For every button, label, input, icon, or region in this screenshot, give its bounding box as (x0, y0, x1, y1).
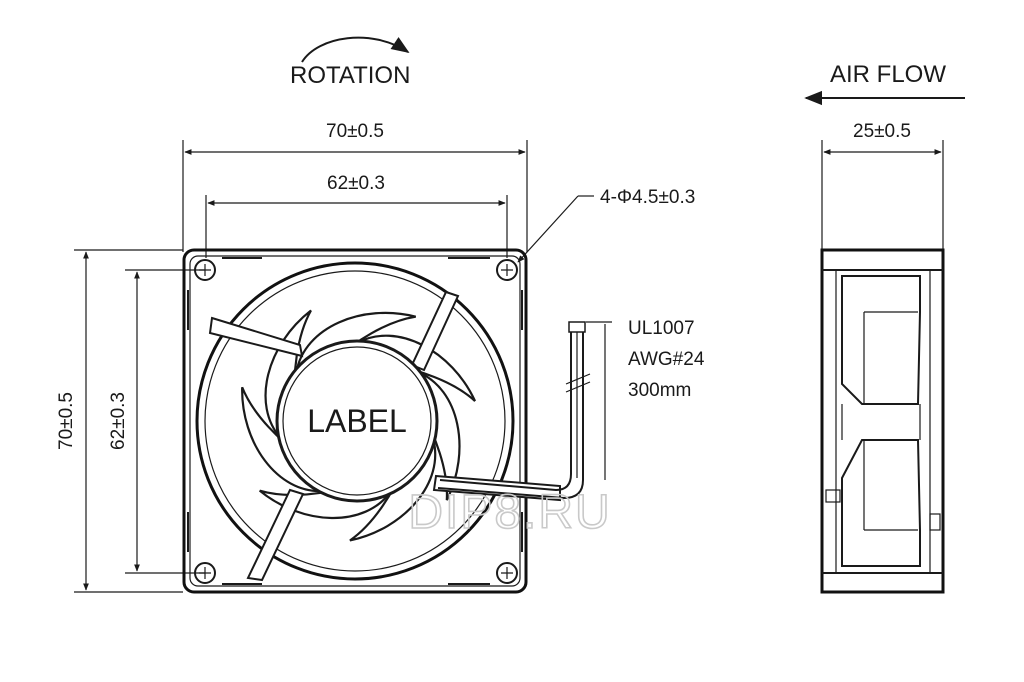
dim-width-outer-label: 70±0.5 (326, 121, 384, 142)
dim-depth: 25±0.5 (821, 121, 944, 252)
wire-spec-type: UL1007 (628, 318, 695, 339)
fan-frame (182, 248, 528, 594)
side-view: 25±0.5 (820, 121, 945, 594)
dim-height-holes: 62±0.3 (108, 269, 205, 574)
dim-width-holes: 62±0.3 (205, 173, 508, 258)
dim-depth-label: 25±0.5 (853, 121, 911, 142)
dim-height-outer: 70±0.5 (56, 249, 183, 593)
front-view: 70±0.5 62±0.3 70±0.5 62±0.3 4-Φ4.5±0.3 (56, 121, 695, 594)
fan-side-body (820, 248, 945, 594)
hub-label-text: LABEL (307, 403, 407, 439)
mounting-hole (194, 562, 216, 584)
support-struts (208, 290, 460, 582)
dim-width-holes-label: 62±0.3 (327, 173, 385, 194)
wire-spec-length: 300mm (628, 380, 691, 401)
mounting-hole (194, 259, 216, 281)
mounting-hole (496, 259, 518, 281)
airflow-indicator: AIR FLOW (804, 61, 965, 106)
lead-wires (432, 321, 612, 502)
dim-height-outer-label: 70±0.5 (56, 392, 77, 450)
dim-height-holes-label: 62±0.3 (108, 392, 129, 450)
rotation-indicator: ROTATION (290, 36, 410, 89)
hole-callout: 4-Φ4.5±0.3 (517, 187, 695, 263)
wire-spec: UL1007 AWG#24 300mm (628, 318, 705, 401)
wire-spec-gauge: AWG#24 (628, 349, 705, 370)
mounting-hole (496, 562, 518, 584)
airflow-label: AIR FLOW (830, 61, 946, 88)
dim-width-outer: 70±0.5 (182, 121, 528, 252)
rotation-arrow (301, 36, 410, 63)
rotation-label: ROTATION (290, 62, 410, 89)
hole-callout-label: 4-Φ4.5±0.3 (600, 187, 695, 208)
hub-label: LABEL (275, 339, 439, 503)
watermark: DIP8.RU (408, 486, 611, 539)
